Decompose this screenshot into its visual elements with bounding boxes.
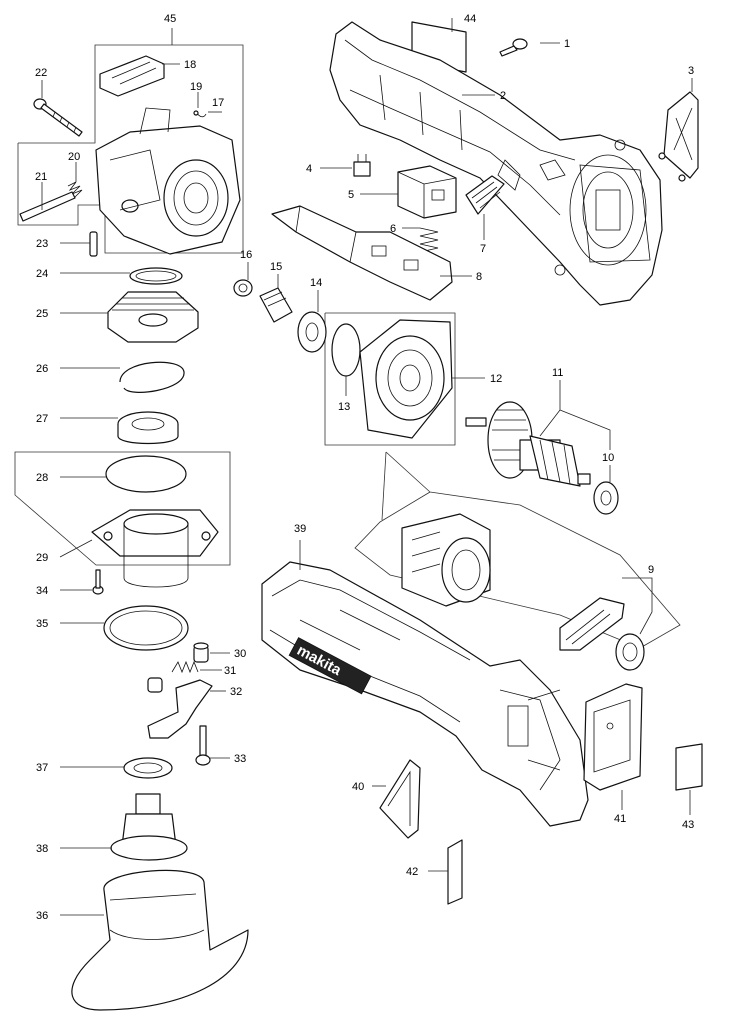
part-19-pin — [193, 110, 207, 118]
callout-44: 44 — [464, 13, 476, 25]
part-27-bearing — [117, 411, 179, 445]
part-28-o-ring — [105, 455, 187, 493]
part-35-ring — [103, 605, 189, 651]
part-cap-plunger — [147, 677, 163, 693]
part-39-motor-housing — [261, 561, 589, 827]
part-36-wheel-guard — [71, 869, 249, 1011]
part-24-retaining-ring — [129, 267, 183, 285]
part-5-switch-block — [397, 165, 457, 219]
callout-45: 45 — [164, 13, 176, 25]
callout-2: 2 — [500, 90, 506, 102]
part-17-gear-housing — [95, 107, 241, 255]
part-21-pin — [19, 191, 76, 222]
callout-14: 14 — [310, 277, 322, 289]
part-11-armature — [465, 401, 591, 487]
callout-13: 13 — [338, 401, 350, 413]
callout-42: 42 — [406, 866, 418, 878]
group-12-outline — [324, 312, 456, 446]
part-4-terminal — [353, 154, 371, 177]
callout-25: 25 — [36, 308, 48, 320]
part-2-housing-half — [329, 21, 663, 306]
callout-30: 30 — [234, 648, 246, 660]
part-43-sticker — [675, 743, 703, 791]
part-18-lock-cover — [99, 55, 165, 97]
callout-20: 20 — [68, 151, 80, 163]
callout-29: 29 — [36, 552, 48, 564]
part-23-pin — [89, 231, 98, 257]
callout-40: 40 — [352, 781, 364, 793]
callout-24: 24 — [36, 268, 48, 280]
callout-21: 21 — [35, 171, 47, 183]
part-29-bearing-box — [91, 509, 219, 588]
callout-34: 34 — [36, 585, 48, 597]
callout-11: 11 — [552, 367, 563, 379]
callout-36: 36 — [36, 910, 48, 922]
callout-43: 43 — [682, 819, 694, 831]
part-32-lever — [147, 679, 213, 739]
callout-7: 7 — [480, 243, 486, 255]
callout-38: 38 — [36, 843, 48, 855]
callout-17: 17 — [212, 97, 224, 109]
group-29-outline — [14, 451, 231, 566]
callout-33: 33 — [234, 753, 246, 765]
callout-31: 31 — [224, 665, 236, 677]
part-42-sticker — [447, 839, 463, 905]
callout-27: 27 — [36, 413, 48, 425]
callout-8: 8 — [476, 271, 482, 283]
callout-22: 22 — [35, 67, 47, 79]
callout-18: 18 — [184, 59, 196, 71]
part-41-cover — [583, 683, 643, 791]
part-26-circlip — [119, 361, 185, 393]
part-9-stator — [401, 513, 491, 607]
callout-9: 9 — [648, 564, 654, 576]
part-9-knob — [615, 633, 645, 671]
part-9-fan-blade-holder — [559, 597, 625, 651]
part-40-bracket — [379, 759, 421, 839]
part-33-screw — [195, 725, 211, 766]
part-22-bolt — [33, 98, 83, 137]
callout-12: 12 — [490, 373, 502, 385]
callout-35: 35 — [36, 618, 48, 630]
part-13-o-ring — [331, 323, 361, 377]
callout-16: 16 — [240, 249, 252, 261]
callout-28: 28 — [36, 472, 48, 484]
part-16-nut — [233, 279, 253, 297]
callout-23: 23 — [36, 238, 48, 250]
part-15-pinion — [259, 287, 293, 323]
part-1-screw — [499, 38, 528, 57]
group-9-outline — [354, 451, 681, 649]
callout-15: 15 — [270, 261, 282, 273]
callout-10: 10 — [602, 452, 614, 464]
callout-1: 1 — [564, 38, 570, 50]
callout-19: 19 — [190, 81, 202, 93]
part-30-plunger — [193, 642, 209, 663]
part-8-switch-lever — [271, 205, 453, 301]
callout-39: 39 — [294, 523, 306, 535]
part-25-bevel-gear — [107, 291, 199, 343]
callout-3: 3 — [688, 65, 694, 77]
part-3-bracket — [658, 91, 699, 182]
callout-41: 41 — [614, 813, 626, 825]
part-31-spring — [171, 660, 199, 674]
part-14-bearing — [297, 311, 327, 353]
leader-lines — [41, 18, 693, 916]
callout-26: 26 — [36, 363, 48, 375]
part-38-spindle — [110, 793, 188, 861]
part-7-slide-knob — [465, 175, 505, 215]
callout-labels: 1 2 3 4 5 6 7 8 9 10 11 12 13 14 15 16 1… — [35, 13, 694, 922]
group-45-outline — [17, 44, 244, 254]
callout-6: 6 — [390, 223, 396, 235]
part-34-screw — [92, 569, 104, 595]
callout-32: 32 — [230, 686, 242, 698]
callout-4: 4 — [306, 163, 312, 175]
part-37-washer — [123, 757, 173, 779]
part-12-fan-baffle — [359, 319, 453, 439]
part-10-bearing — [593, 481, 619, 515]
callout-37: 37 — [36, 762, 48, 774]
callout-5: 5 — [348, 189, 354, 201]
